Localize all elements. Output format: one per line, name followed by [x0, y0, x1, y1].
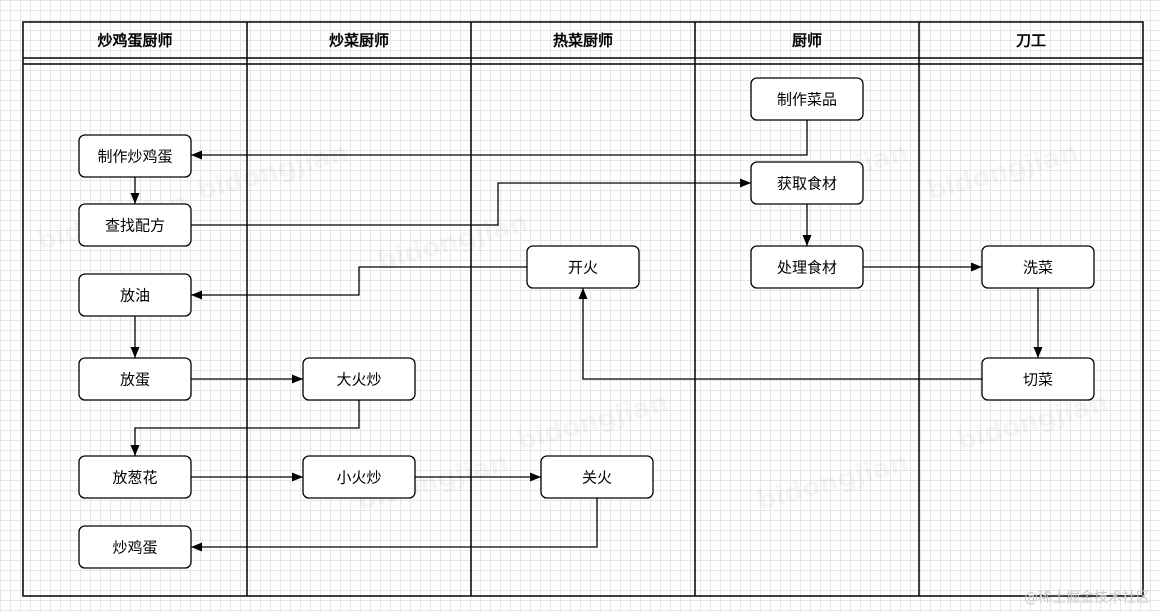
- node-fire-on[interactable]: 开火: [526, 245, 640, 289]
- node-box: [78, 273, 192, 317]
- lane-title-l3: 热菜厨师: [553, 32, 613, 50]
- node-label: 制作炒鸡蛋: [97, 148, 172, 166]
- lane-title-l4: 厨师: [792, 32, 822, 50]
- lane-title-l2: 炒菜厨师: [329, 32, 389, 50]
- node-label: 大火炒: [336, 371, 381, 389]
- node-box: [78, 525, 192, 569]
- node-box: [302, 455, 416, 499]
- background-watermark-text: bidongjian: [194, 138, 351, 207]
- node-cut-veg[interactable]: 切菜: [981, 357, 1095, 401]
- background-watermark-text: bidongjian: [924, 138, 1081, 207]
- edges: [130, 120, 1043, 552]
- node-box: [540, 455, 654, 499]
- node-fried-egg[interactable]: 炒鸡蛋: [78, 525, 192, 569]
- node-add-oil[interactable]: 放油: [78, 273, 192, 317]
- node-label: 开火: [568, 259, 598, 277]
- node-make-dish[interactable]: 制作菜品: [750, 77, 864, 121]
- node-fire-off[interactable]: 关火: [540, 455, 654, 499]
- lane-title-l1: 炒鸡蛋厨师: [97, 32, 172, 50]
- node-add-scallion[interactable]: 放葱花: [78, 455, 192, 499]
- node-box: [526, 245, 640, 289]
- node-wash-veg[interactable]: 洗菜: [981, 245, 1095, 289]
- node-box: [981, 357, 1095, 401]
- node-label: 查找配方: [105, 217, 165, 235]
- edge-big-fire-to-add-scallion: [130, 400, 360, 456]
- node-label: 制作菜品: [777, 91, 837, 109]
- node-small-fire[interactable]: 小火炒: [302, 455, 416, 499]
- swimlane-frame: [22, 21, 1144, 597]
- node-label: 放油: [120, 287, 150, 305]
- node-find-recipe[interactable]: 查找配方: [78, 203, 192, 247]
- frame-border: [22, 21, 1144, 597]
- node-box: [302, 357, 416, 401]
- node-box: [750, 161, 864, 205]
- edge-fire-on-to-add-oil: [191, 266, 527, 300]
- edge-find-recipe-to-get-ingredients: [191, 178, 751, 226]
- node-label: 炒鸡蛋: [112, 539, 157, 557]
- node-add-egg[interactable]: 放蛋: [78, 357, 192, 401]
- node-get-ingredients[interactable]: 获取食材: [750, 161, 864, 205]
- node-label: 关火: [582, 469, 612, 487]
- node-label: 洗菜: [1023, 259, 1053, 277]
- edge-cut-to-fire-on: [578, 288, 982, 380]
- edge-make-dish-to-make-egg: [191, 120, 808, 160]
- node-label: 切菜: [1023, 371, 1053, 389]
- background-watermark-text: bidongjian: [754, 448, 911, 517]
- node-box: [981, 245, 1095, 289]
- node-label: 小火炒: [336, 469, 381, 487]
- node-box: [78, 357, 192, 401]
- nodes: 制作菜品 制作炒鸡蛋 获取食材 查找配方 开火 处理食材 洗菜 放油: [78, 77, 1095, 569]
- lane-headers: 炒鸡蛋厨师 炒菜厨师 热菜厨师 厨师 刀工: [97, 32, 1046, 50]
- node-label: 放葱花: [112, 469, 157, 487]
- node-label: 获取食材: [777, 175, 837, 193]
- node-box: [78, 134, 192, 178]
- node-big-fire[interactable]: 大火炒: [302, 357, 416, 401]
- node-make-egg[interactable]: 制作炒鸡蛋: [78, 134, 192, 178]
- node-box: [78, 455, 192, 499]
- edge-fire-off-to-fried-egg: [191, 498, 598, 552]
- node-label: 放蛋: [120, 371, 150, 389]
- node-box: [750, 245, 864, 289]
- lane-title-l5: 刀工: [1016, 32, 1046, 50]
- background-watermark-text: bidongjian: [514, 388, 671, 457]
- node-label: 处理食材: [777, 259, 837, 277]
- node-process-ingredients[interactable]: 处理食材: [750, 245, 864, 289]
- footer-watermark: @稀土掘金技术社区: [1024, 590, 1150, 606]
- node-box: [750, 77, 864, 121]
- node-box: [78, 203, 192, 247]
